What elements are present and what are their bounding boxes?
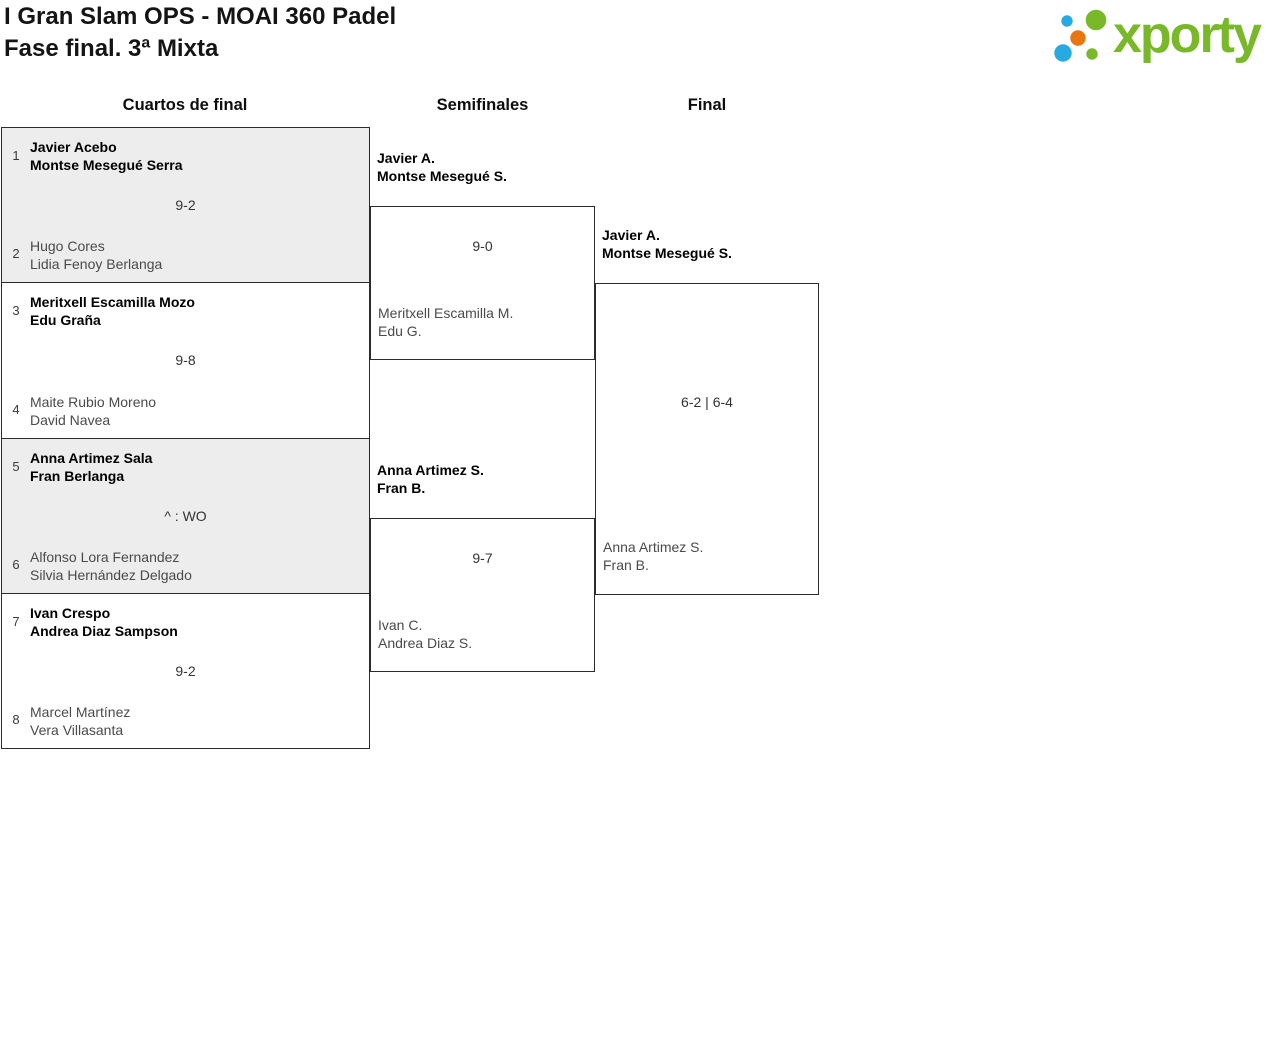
player-name: Montse Mesegué S. (377, 168, 507, 184)
match-score: 9-0 (472, 238, 493, 254)
player-name: Fran Berlanga (30, 467, 125, 484)
xporty-logo[interactable]: xporty (1048, 0, 1262, 76)
player-name: Javier A. (602, 227, 660, 243)
seed-number: 6 (12, 556, 20, 572)
seed-number: 7 (12, 613, 20, 629)
seed-number: 4 (12, 401, 20, 417)
team-name-loser: Marcel Martínez Vera Villasanta (30, 703, 361, 739)
player-name: Ivan Crespo (30, 604, 111, 621)
player-name: Meritxell Escamilla M. (378, 305, 514, 321)
match-score: 9-7 (472, 550, 493, 566)
quarterfinals-bracket: 1 Javier Acebo Montse Mesegué Serra 9-2 … (1, 127, 370, 749)
player-name: Javier A. (377, 150, 435, 166)
quarterfinal-match-4[interactable]: 7 Ivan Crespo Andrea Diaz Sampson 9-2 8 … (2, 592, 369, 748)
player-name: Edu Graña (30, 312, 101, 329)
player-name: Montse Mesegué Serra (30, 157, 183, 173)
semifinal-match-1[interactable]: 9-0 Meritxell Escamilla M. Edu G. (370, 206, 595, 360)
match-score: 9-2 (175, 662, 196, 679)
match-score: ^ : WO (164, 507, 207, 524)
player-name: Silvia Hernández Delgado (30, 566, 192, 583)
player-name: Vera Villasanta (30, 722, 124, 738)
team-name-winner: Anna Artimez Sala Fran Berlanga (30, 449, 361, 485)
player-name: Anna Artimez S. (377, 462, 484, 478)
player-name: Anna Artimez S. (603, 539, 704, 555)
xporty-dots-icon (1054, 9, 1107, 62)
player-name: Ivan C. (378, 617, 423, 633)
player-name: Marcel Martínez (30, 704, 131, 720)
column-header-semifinals: Semifinales (436, 96, 529, 114)
seed-number: 1 (12, 148, 20, 163)
team-name-loser: Meritxell Escamilla M. Edu G. (378, 304, 588, 340)
player-name: Meritxell Escamilla Mozo (30, 294, 195, 311)
player-name: Anna Artimez Sala (30, 449, 153, 466)
player-name: Lidia Fenoy Berlanga (30, 256, 163, 273)
team-name-winner: Ivan Crespo Andrea Diaz Sampson (30, 604, 361, 640)
column-header-quarterfinals: Cuartos de final (122, 96, 248, 114)
team-name-loser: Hugo Cores Lidia Fenoy Berlanga (30, 237, 361, 273)
final-winner-label: Javier A. Montse Mesegué S. (602, 226, 732, 262)
match-score: 9-8 (175, 352, 196, 369)
seed-number: 8 (12, 712, 20, 727)
player-name: Javier Acebo (30, 139, 117, 155)
phase-name: Fase final. 3ª Mixta (4, 35, 219, 62)
team-name-loser: Ivan C. Andrea Diaz S. (378, 616, 588, 652)
tournament-name: I Gran Slam OPS - MOAI 360 Padel (4, 3, 397, 30)
seed-number: 5 (12, 458, 20, 474)
player-name: Fran B. (603, 557, 649, 573)
seed-number: 3 (12, 303, 20, 319)
semifinal-match-2[interactable]: 9-7 Ivan C. Andrea Diaz S. (370, 518, 595, 672)
page-title: I Gran Slam OPS - MOAI 360 Padel Fase fi… (4, 1, 396, 65)
team-name-loser: Alfonso Lora Fernandez Silvia Hernández … (30, 548, 361, 584)
match-score: 6-2 | 6-4 (681, 394, 733, 410)
player-name: Alfonso Lora Fernandez (30, 548, 180, 565)
player-name: Maite Rubio Moreno (30, 393, 157, 410)
player-name: Montse Mesegué S. (602, 245, 732, 261)
xporty-logo-text: xporty (1113, 6, 1262, 64)
final-match[interactable]: 6-2 | 6-4 Anna Artimez S. Fran B. (595, 283, 819, 595)
quarterfinal-match-3[interactable]: 5 Anna Artimez Sala Fran Berlanga ^ : WO… (2, 437, 369, 593)
semifinal-1-winner-label: Javier A. Montse Mesegué S. (377, 149, 507, 185)
player-name: Andrea Diaz Sampson (30, 622, 178, 639)
player-name: David Navea (30, 411, 111, 428)
team-name-loser: Anna Artimez S. Fran B. (603, 538, 812, 574)
team-name-winner: Meritxell Escamilla Mozo Edu Graña (30, 293, 361, 329)
player-name: Fran B. (377, 480, 426, 496)
match-score: 9-2 (175, 197, 196, 214)
team-name-loser: Maite Rubio Moreno David Navea (30, 393, 361, 429)
quarterfinal-match-2[interactable]: 3 Meritxell Escamilla Mozo Edu Graña 9-8… (2, 282, 369, 438)
column-header-final: Final (687, 96, 727, 114)
player-name: Edu G. (378, 323, 422, 339)
seed-number: 2 (12, 246, 20, 262)
player-name: Hugo Cores (30, 238, 105, 255)
player-name: Andrea Diaz S. (378, 635, 473, 651)
team-name-winner: Javier Acebo Montse Mesegué Serra (30, 138, 361, 174)
quarterfinal-match-1[interactable]: 1 Javier Acebo Montse Mesegué Serra 9-2 … (2, 128, 369, 283)
semifinal-2-winner-label: Anna Artimez S. Fran B. (377, 461, 484, 497)
